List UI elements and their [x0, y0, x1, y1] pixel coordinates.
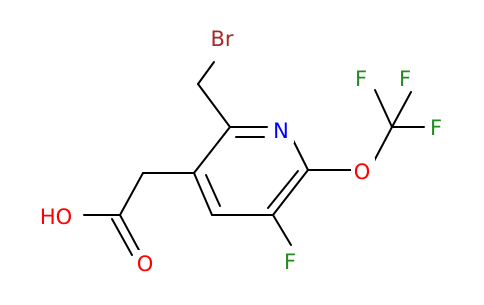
cf3-fluorine-right-label: F	[430, 116, 442, 140]
carbonyl-oxygen-label: O	[137, 252, 154, 276]
bond-c2-ch2	[197, 83, 231, 128]
cf3-fluorine-left-label: F	[355, 67, 367, 91]
bond-o-cf3	[372, 126, 393, 164]
bond-c6-c5-inner	[267, 170, 299, 209]
bromine-label: Br	[210, 27, 233, 51]
bond-c3-c2	[193, 126, 231, 174]
ring-fluorine-label: F	[284, 250, 296, 274]
ether-oxygen-label: O	[354, 160, 371, 184]
bond-n-c6	[291, 137, 309, 171]
label-bg	[270, 117, 294, 143]
substituent-bonds	[83, 61, 425, 256]
atom-labels: Br N O F F F F HO O	[40, 25, 442, 276]
label-bg	[351, 158, 375, 184]
bond-c-o-double-inner	[111, 218, 133, 256]
bond-c6-c5	[272, 169, 309, 216]
bond-ch2-cooh	[119, 172, 144, 216]
label-bg	[205, 25, 239, 51]
bond-cf3-f-top	[391, 91, 412, 128]
label-bg	[133, 250, 157, 276]
bond-c4-c3-inner	[205, 174, 221, 207]
bond-cf3-f-left	[374, 89, 393, 128]
cf3-fluorine-top-label: F	[399, 67, 411, 91]
bond-c4-c3	[193, 172, 213, 216]
ring-bonds	[193, 126, 309, 216]
bond-c-o-double	[119, 214, 141, 253]
nitrogen-label: N	[273, 119, 289, 143]
bond-c5-f	[272, 214, 292, 246]
bond-ch2-br	[197, 61, 215, 85]
hydroxyl-label: HO	[40, 205, 72, 229]
